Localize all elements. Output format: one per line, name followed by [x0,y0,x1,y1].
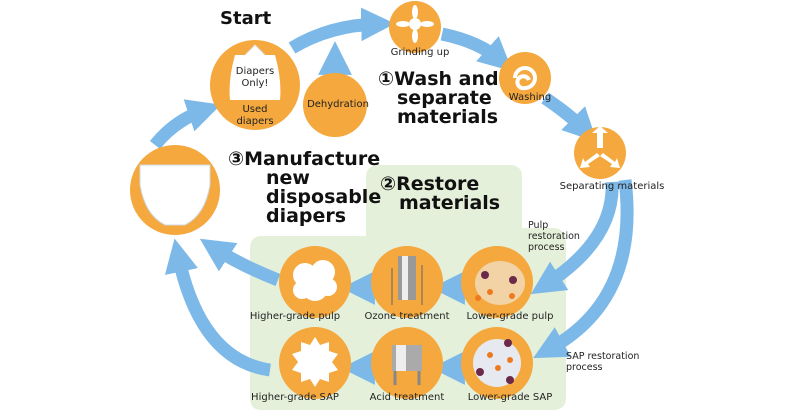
trash-bag-icon [229,55,281,100]
ozone-tank-icon [391,256,423,305]
separating-label: Separating materials [559,181,665,192]
lower-pulp-label: Lower-grade pulp [466,311,554,322]
cotton-pulp-icon [293,260,337,301]
split-arrows-icon [580,126,620,168]
flow-arrows [149,7,634,385]
higher-pulp-label: Higher-grade pulp [249,311,341,322]
lower-pulp-icon [475,261,525,305]
sap-star-icon [292,337,338,387]
acid-label: Acid treatment [369,392,445,403]
start-label: Start [220,8,272,29]
ozone-label: Ozone treatment [364,311,450,322]
diaper-icon [139,164,211,226]
lower-sap-label: Lower-grade SAP [467,392,553,403]
grinding-flower-icon [396,5,434,43]
swirl-icon [513,66,537,91]
grinding-label: Grinding up [390,47,450,58]
acid-tank-icon [392,345,422,385]
lower-sap-icon [473,339,521,387]
higher-sap-label: Higher-grade SAP [251,392,339,403]
dehydration-circle [303,73,367,137]
washing-label: Washing [508,92,552,103]
dehydration-label: Dehydration [307,99,369,110]
